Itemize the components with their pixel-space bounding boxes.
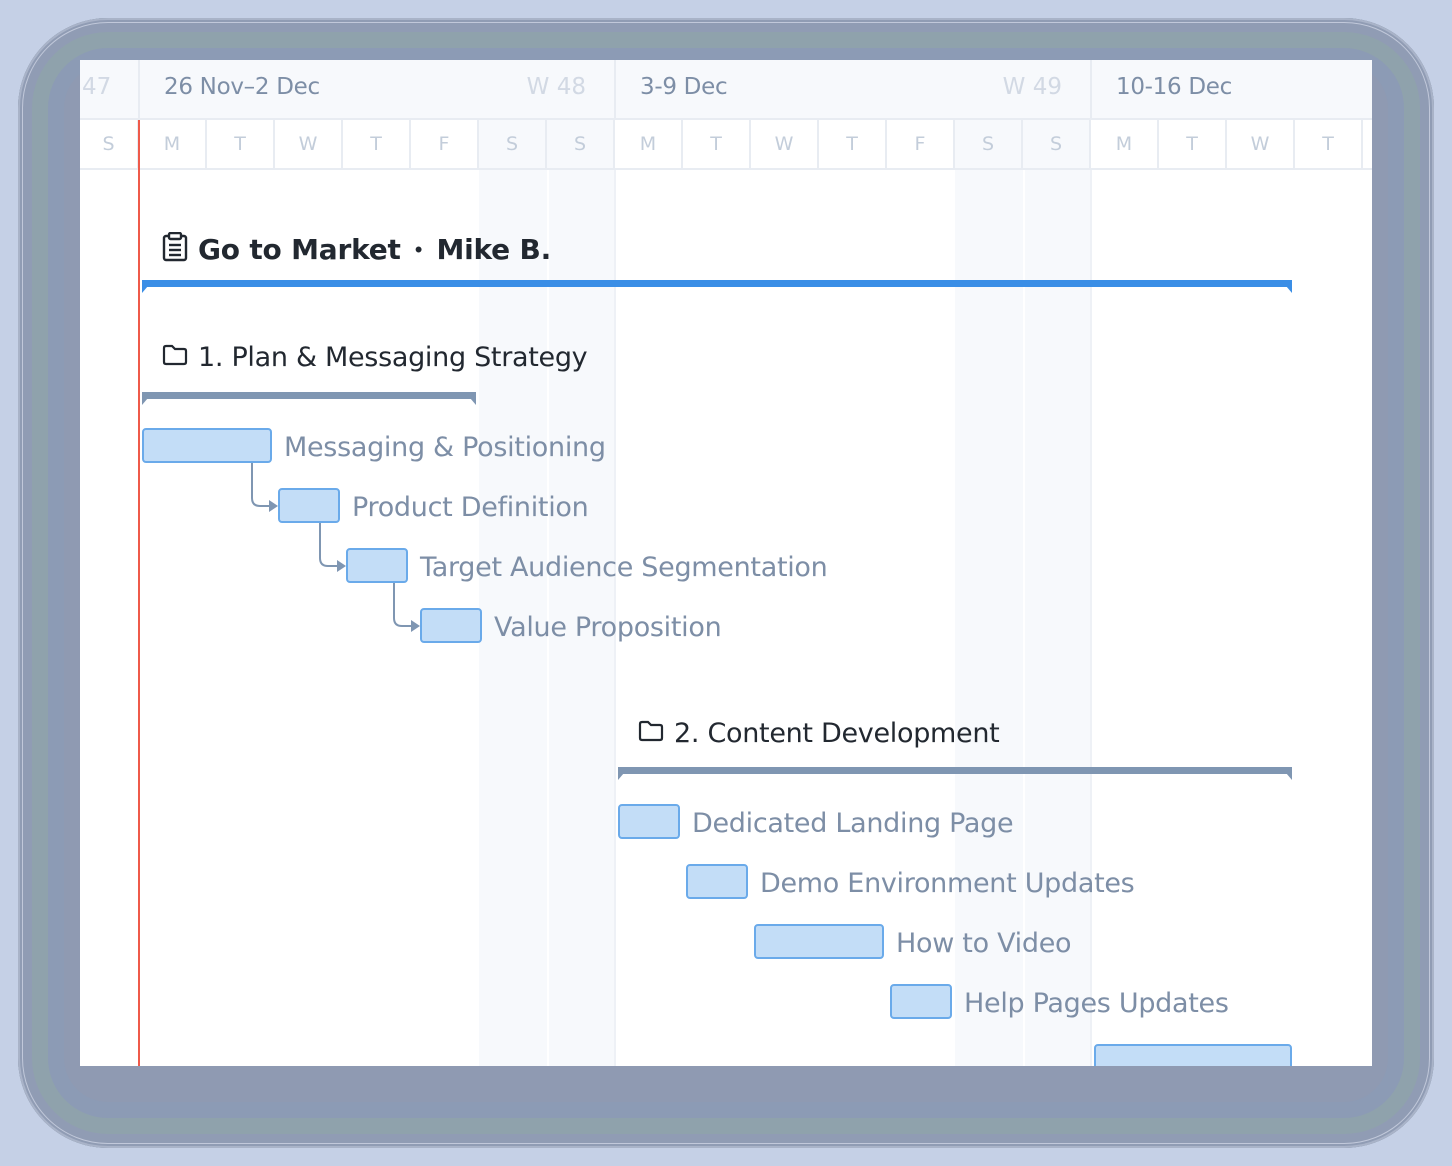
week-divider — [1090, 170, 1092, 1066]
week-range: 3-9 Dec — [640, 74, 728, 100]
task-bar-target-audience[interactable] — [346, 548, 408, 583]
day-cell: F — [887, 120, 955, 168]
week-range: 26 Nov–2 Dec — [164, 74, 320, 100]
day-divider — [547, 170, 549, 1066]
day-cell: T — [1295, 120, 1363, 168]
task-label: How to Video — [896, 928, 1072, 959]
folder-icon — [638, 720, 664, 747]
day-cell: M — [615, 120, 683, 168]
task-bar-how-to-video[interactable] — [754, 924, 884, 959]
task-label: Demo Environment Updates — [760, 868, 1135, 899]
day-cell: T — [1159, 120, 1227, 168]
week-number: W 49 — [1002, 74, 1062, 100]
day-cell: M — [139, 120, 207, 168]
group-summary-bar-content-development[interactable] — [618, 767, 1292, 780]
task-label: Dedicated Landing Page — [692, 808, 1014, 839]
task-bar-product-definition[interactable] — [278, 488, 340, 523]
day-cell: S — [955, 120, 1023, 168]
day-cell: S — [1023, 120, 1091, 168]
task-bar-demo-environment[interactable] — [686, 864, 748, 899]
week-cell-48: 26 Nov–2 Dec W 48 — [138, 60, 614, 120]
day-cell: W — [1227, 120, 1295, 168]
project-header[interactable]: Go to Market • Mike B. — [162, 231, 552, 267]
group-header-content-development[interactable]: 2. Content Development — [638, 718, 1000, 749]
task-label: Target Audience Segmentation — [420, 552, 828, 583]
group-header-plan-messaging[interactable]: 1. Plan & Messaging Strategy — [162, 342, 588, 373]
week-cell-50: 10-16 Dec — [1090, 60, 1372, 120]
day-cell: T — [343, 120, 411, 168]
separator-dot: • — [414, 236, 423, 262]
task-bar-dedicated-landing-page[interactable] — [618, 804, 680, 839]
task-bar-value-proposition[interactable] — [420, 608, 482, 643]
day-header-row: S M T W T F S S M T W T F S S M T W T — [80, 120, 1372, 170]
task-bar-messaging-positioning[interactable] — [142, 428, 272, 463]
group-summary-bar-plan-messaging[interactable] — [142, 392, 476, 405]
day-cell: S — [547, 120, 615, 168]
clipboard-icon — [162, 231, 188, 267]
day-cell: M — [1091, 120, 1159, 168]
day-cell: S — [479, 120, 547, 168]
week-cell-49: 3-9 Dec W 49 — [614, 60, 1090, 120]
task-label: Product Definition — [352, 492, 589, 523]
day-cell: W — [275, 120, 343, 168]
group-title: 2. Content Development — [674, 718, 1000, 749]
day-divider — [1023, 170, 1025, 1066]
task-label: Help Pages Updates — [964, 988, 1229, 1019]
day-cell: W — [751, 120, 819, 168]
week-header-row: 47 26 Nov–2 Dec W 48 3-9 Dec W 49 10-16 … — [80, 60, 1372, 120]
day-cell: T — [819, 120, 887, 168]
device-frame-edge — [22, 22, 1430, 1144]
week-number: W 48 — [526, 74, 586, 100]
task-label: Value Proposition — [494, 612, 722, 643]
project-title: Go to Market — [198, 233, 401, 266]
project-summary-bar[interactable] — [142, 280, 1292, 293]
task-bar-partial[interactable] — [1094, 1044, 1292, 1066]
dependency-arrows — [251, 463, 420, 632]
week-divider — [614, 170, 616, 1066]
day-cell: F — [411, 120, 479, 168]
project-owner: Mike B. — [436, 233, 552, 266]
week-cell-47: 47 — [80, 60, 139, 120]
folder-icon — [162, 344, 188, 371]
day-cell: T — [207, 120, 275, 168]
today-marker-line — [138, 120, 140, 1066]
task-label: Messaging & Positioning — [284, 432, 606, 463]
task-bar-help-pages[interactable] — [890, 984, 952, 1019]
group-title: 1. Plan & Messaging Strategy — [198, 342, 588, 373]
week-number: 47 — [82, 74, 112, 100]
week-range: 10-16 Dec — [1116, 74, 1232, 100]
gantt-chart-panel: 47 26 Nov–2 Dec W 48 3-9 Dec W 49 10-16 … — [80, 60, 1372, 1066]
day-cell: T — [683, 120, 751, 168]
